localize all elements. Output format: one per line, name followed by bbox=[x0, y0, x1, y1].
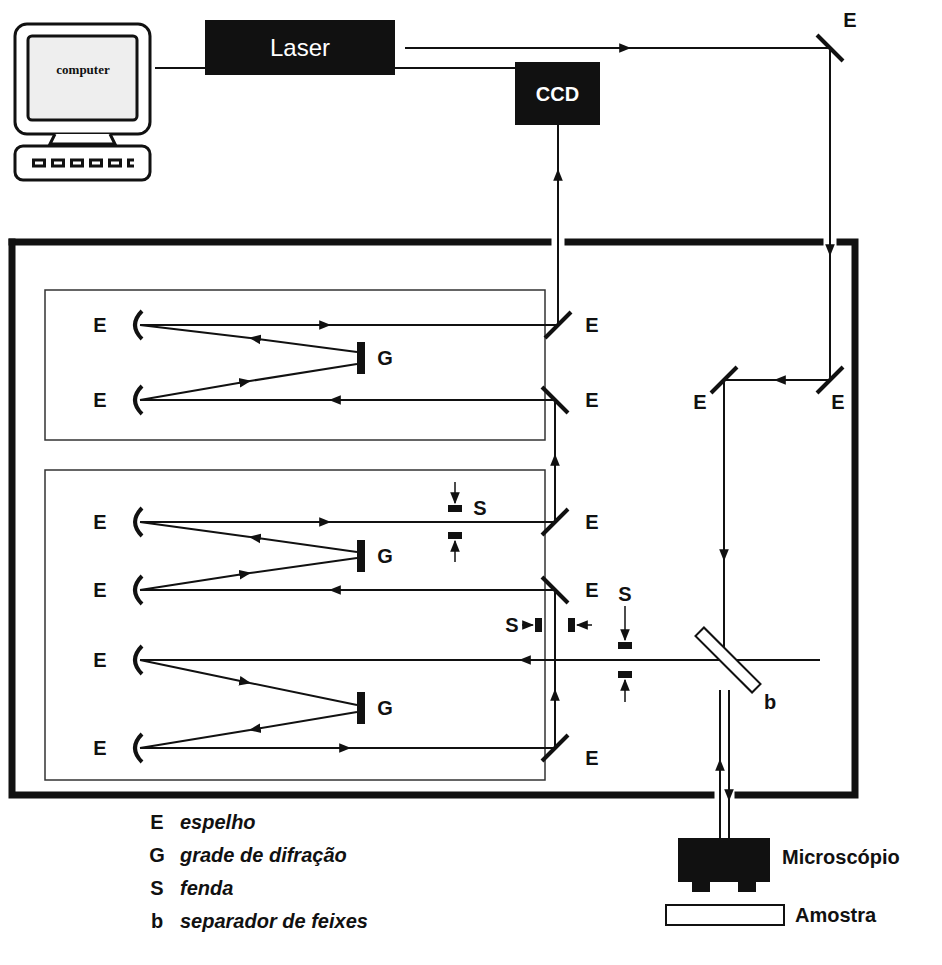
concave-mirror bbox=[135, 311, 142, 762]
part-letter: S bbox=[618, 584, 631, 604]
slit-pointer bbox=[455, 482, 625, 702]
part-letter: G bbox=[377, 348, 393, 368]
beam-splitter bbox=[695, 627, 760, 692]
legend-text: separador de feixes bbox=[180, 911, 368, 931]
diffraction-grating bbox=[357, 342, 365, 724]
legend-letter: G bbox=[149, 845, 165, 865]
part-letter: b bbox=[764, 692, 776, 712]
part-letter: G bbox=[377, 698, 393, 718]
microscope-label: Microscópio bbox=[782, 846, 900, 869]
box-label: Laser bbox=[270, 34, 330, 62]
legend-text: grade de difração bbox=[180, 845, 347, 865]
ccd-box: CCD bbox=[515, 62, 600, 125]
laser-box: Laser bbox=[205, 20, 395, 75]
part-letter: E bbox=[693, 392, 706, 412]
part-letter: E bbox=[843, 10, 856, 30]
legend-text: fenda bbox=[180, 878, 233, 898]
screen-text: computer bbox=[56, 62, 109, 78]
part-letter: E bbox=[831, 392, 844, 412]
monochromator-box bbox=[45, 290, 545, 440]
part-letter: S bbox=[473, 498, 486, 518]
microscope: Microscópio bbox=[678, 838, 928, 894]
part-letter: E bbox=[585, 580, 598, 600]
sample-slab bbox=[665, 904, 785, 926]
part-letter: E bbox=[93, 390, 106, 410]
legend-letter: b bbox=[151, 911, 163, 931]
part-letter: E bbox=[585, 748, 598, 768]
legend-letter: S bbox=[150, 878, 163, 898]
legend-letter: E bbox=[150, 812, 163, 832]
part-letter: E bbox=[585, 315, 598, 335]
part-letter: E bbox=[93, 512, 106, 532]
part-letter: E bbox=[93, 580, 106, 600]
light-beam bbox=[140, 48, 830, 840]
sample: Amostra bbox=[665, 900, 915, 934]
part-letter: E bbox=[93, 650, 106, 670]
part-letter: E bbox=[93, 315, 106, 335]
part-letter: E bbox=[93, 738, 106, 758]
box-label: CCD bbox=[536, 82, 579, 105]
part-letter: S bbox=[505, 615, 518, 635]
flat-mirror bbox=[542, 35, 843, 761]
part-letter: E bbox=[585, 512, 598, 532]
part-letter: E bbox=[585, 390, 598, 410]
computer-icon: computer bbox=[10, 20, 155, 185]
monochromator-box bbox=[45, 470, 545, 780]
part-letter: G bbox=[377, 546, 393, 566]
sample-label: Amostra bbox=[795, 904, 876, 927]
slit bbox=[448, 505, 632, 678]
legend-text: espelho bbox=[180, 812, 256, 832]
